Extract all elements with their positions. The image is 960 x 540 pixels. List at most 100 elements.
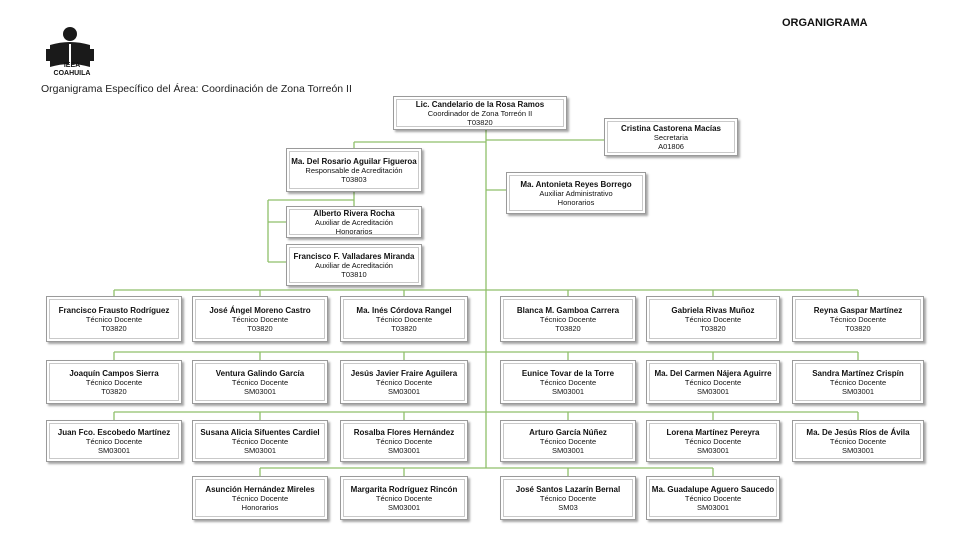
org-box-name: Ma. De Jesús Ríos de Ávila — [806, 427, 910, 437]
org-box-role: Técnico Docente — [684, 377, 742, 387]
org-box-role: Técnico Docente — [375, 493, 433, 503]
org-box-code: SM03001 — [387, 502, 421, 512]
org-box-name: Lic. Candelario de la Rosa Ramos — [415, 99, 545, 109]
org-box-role: Técnico Docente — [85, 314, 143, 324]
org-box-name: Alberto Rivera Rocha — [313, 208, 395, 218]
org-box-name: Blanca M. Gamboa Carrera — [516, 305, 620, 315]
org-box-name: Sandra Martínez Crispín — [812, 368, 904, 378]
org-box-code: Honorarios — [335, 226, 373, 236]
org-box-role: Técnico Docente — [231, 377, 289, 387]
org-box-code: T03820 — [101, 323, 127, 333]
org-box-name: Ma. Guadalupe Aguero Saucedo — [651, 484, 775, 494]
org-box-role: Técnico Docente — [539, 377, 597, 387]
org-box-code: SM03001 — [696, 502, 730, 512]
org-box-role: Técnico Docente — [231, 436, 289, 446]
org-box-role: Técnico Docente — [539, 436, 597, 446]
org-box-code: A01806 — [658, 141, 684, 151]
org-box-name: Jesús Javier Fraire Aguilera — [350, 368, 458, 378]
org-box-role: Técnico Docente — [375, 314, 433, 324]
org-box-code: T03820 — [555, 323, 581, 333]
org-box-role: Técnico Docente — [231, 493, 289, 503]
org-box-name: Cristina Castorena Macías — [620, 123, 722, 133]
org-box-role: Técnico Docente — [539, 493, 597, 503]
org-box-code: Honorarios — [557, 197, 595, 207]
org-box-name: Ma. Antonieta Reyes Borrego — [520, 179, 632, 189]
org-box-code: SM03001 — [551, 445, 585, 455]
org-box-name: Rosalba Flores Hernández — [353, 427, 455, 437]
org-box-role: Técnico Docente — [829, 436, 887, 446]
org-box-name: Ma. Inés Córdova Rangel — [356, 305, 452, 315]
org-box-code: T03820 — [247, 323, 273, 333]
org-box-role: Técnico Docente — [684, 314, 742, 324]
org-box-code: T03820 — [101, 386, 127, 396]
org-box-role: Técnico Docente — [375, 436, 433, 446]
org-box-role: Técnico Docente — [231, 314, 289, 324]
org-box-name: Ma. Del Carmen Nájera Aguirre — [654, 368, 772, 378]
org-box-name: Eunice Tovar de la Torre — [521, 368, 615, 378]
org-box-role: Técnico Docente — [539, 314, 597, 324]
logo-text: IEEA COAHUILA — [53, 62, 91, 77]
org-box-code: SM03001 — [243, 445, 277, 455]
org-box-code: T03820 — [467, 117, 493, 127]
org-box-code: SM03001 — [841, 445, 875, 455]
org-box-role: Técnico Docente — [375, 377, 433, 387]
chart-subtitle: Organigrama Específico del Área: Coordin… — [41, 83, 352, 95]
org-box-code: T03820 — [700, 323, 726, 333]
org-box-code: T03820 — [845, 323, 871, 333]
org-box-name: Juan Fco. Escobedo Martínez — [57, 427, 171, 437]
org-box-name: Ventura Galindo García — [215, 368, 305, 378]
org-box-code: SM03 — [558, 502, 578, 512]
org-box-name: José Ángel Moreno Castro — [209, 305, 311, 315]
org-box-name: Francisco Frausto Rodríguez — [58, 305, 170, 315]
org-box-role: Técnico Docente — [829, 314, 887, 324]
org-box-code: SM03001 — [387, 386, 421, 396]
org-box-code: T03803 — [341, 174, 367, 184]
org-box-name: Joaquín Campos Sierra — [69, 368, 159, 378]
org-box-name: Gabriela Rivas Muñoz — [671, 305, 755, 315]
page-title: ORGANIGRAMA — [782, 17, 868, 29]
org-box-name: Asunción Hernández Mireles — [205, 484, 315, 494]
org-box-code: T03820 — [391, 323, 417, 333]
org-box-role: Técnico Docente — [684, 493, 742, 503]
org-box-name: Francisco F. Valladares Miranda — [293, 251, 415, 261]
org-box-code: T03810 — [341, 269, 367, 279]
org-box-role: Técnico Docente — [684, 436, 742, 446]
org-box-code: SM03001 — [841, 386, 875, 396]
org-box-role: Auxiliar de Acreditación — [315, 217, 393, 227]
org-box-code: SM03001 — [387, 445, 421, 455]
org-box-code: SM03001 — [551, 386, 585, 396]
org-box-name: Susana Alicia Sifuentes Cardiel — [200, 427, 320, 437]
org-box-role: Técnico Docente — [85, 377, 143, 387]
org-box-name: José Santos Lazarín Bernal — [515, 484, 621, 494]
org-box-code: SM03001 — [97, 445, 131, 455]
org-box-code: Honorarios — [241, 502, 279, 512]
org-box-name: Reyna Gaspar Martínez — [813, 305, 903, 315]
org-box-role: Coordinador de Zona Torreón II — [427, 108, 533, 118]
org-box-role: Técnico Docente — [85, 436, 143, 446]
